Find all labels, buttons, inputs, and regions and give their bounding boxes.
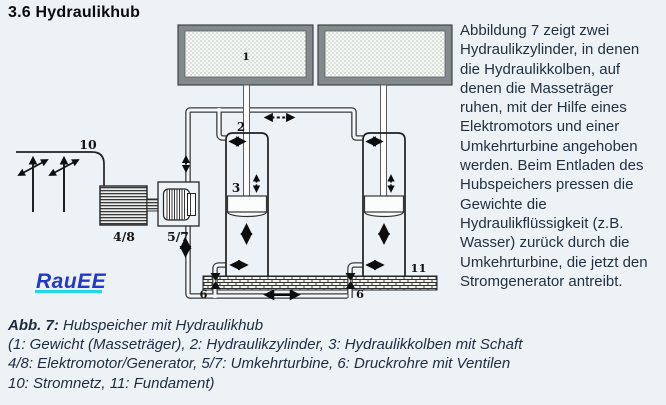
valve-right: [345, 273, 356, 289]
reverse-turbine: 5/7: [157, 181, 200, 244]
foundation-label: 11: [410, 261, 426, 275]
valve-right-label: 6: [356, 287, 364, 301]
figure-caption: Abb. 7: Hubspeicher mit Hydraulikhub (1:…: [8, 316, 628, 393]
figure-description: Abbildung 7 zeigt zwei Hydraulikzylinder…: [460, 22, 648, 290]
rauee-logo-text: RauEE: [36, 270, 107, 293]
flow-arrows: [179, 112, 395, 301]
piston-shaft-right: [380, 84, 387, 198]
piston-left: [226, 195, 268, 218]
cylinder-label: 2: [237, 120, 245, 134]
mass-label: 1: [242, 51, 249, 63]
caption-label: Abb. 7:: [8, 317, 59, 334]
hydraulic-cylinder-left: [225, 132, 269, 276]
hydraulic-cylinder-right: [362, 132, 406, 276]
pipe-network: [185, 107, 363, 299]
motor-generator: 4/8: [99, 185, 160, 244]
power-grid-symbol: 10: [16, 137, 105, 212]
caption-legend: (1: Gewicht (Masseträger), 2: Hydraulikz…: [8, 336, 523, 392]
caption-title-line: Abb. 7: Hubspeicher mit Hydraulikhub: [8, 316, 628, 335]
foundation: [202, 275, 438, 291]
motor-label: 4/8: [113, 229, 135, 244]
valve-left: [210, 273, 221, 289]
piston-shaft-left: [243, 84, 250, 198]
mass-block-right: [317, 24, 453, 86]
rauee-logo: RauEE: [35, 270, 107, 293]
caption-title: Hubspeicher mit Hydraulikhub: [58, 317, 264, 334]
valve-left-label: 6: [199, 287, 207, 301]
grid-label: 10: [79, 137, 97, 152]
rauee-logo-underline: [35, 290, 102, 293]
piston-label: 3: [232, 181, 240, 195]
section-heading: 3.6 Hydraulikhub: [8, 4, 141, 21]
piston-right: [363, 195, 405, 218]
mass-block-left: 1: [177, 24, 314, 86]
